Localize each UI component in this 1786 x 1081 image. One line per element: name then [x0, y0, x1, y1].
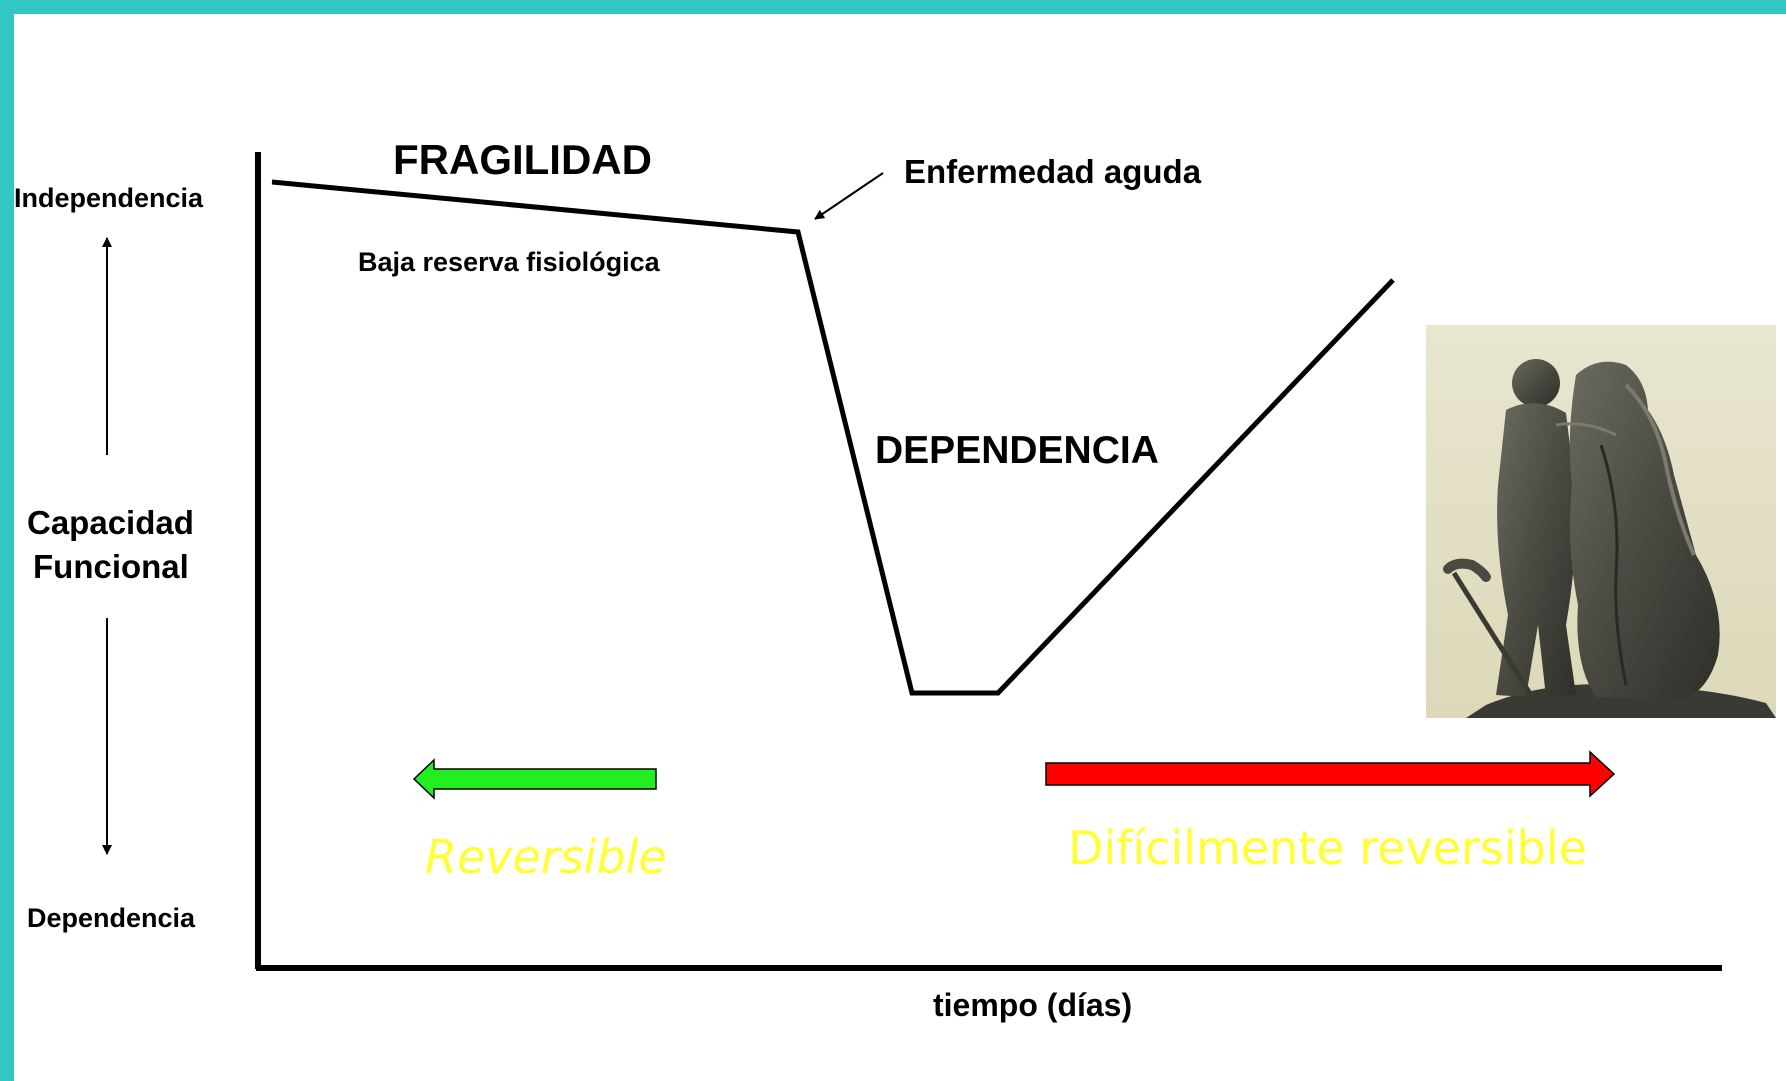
x-axis-title: tiempo (días) — [933, 987, 1133, 1023]
baja-reserva-label: Baja reserva fisiológica — [358, 247, 660, 277]
reversible-label: Reversible — [425, 830, 667, 884]
independencia-label: Independencia — [14, 183, 204, 213]
dependencia-axis-label: Dependencia — [27, 903, 196, 933]
fragilidad-label: FRAGILIDAD — [393, 136, 652, 183]
capacity-curve — [271, 179, 1395, 696]
reversible-arrow — [412, 758, 657, 800]
capacidad-label-line1: Capacidad — [27, 504, 194, 541]
capacidad-label-line2: Funcional — [33, 548, 189, 585]
elderly-couple-statue-photo — [1426, 325, 1776, 718]
irreversible-arrow — [1045, 750, 1616, 798]
enfermedad-aguda-label: Enfermedad aguda — [904, 153, 1202, 190]
dependencia-curve-label: DEPENDENCIA — [875, 429, 1159, 472]
acute-illness-pointer — [814, 172, 884, 220]
dificilmente-reversible-label: Difícilmente reversible — [1068, 821, 1587, 875]
